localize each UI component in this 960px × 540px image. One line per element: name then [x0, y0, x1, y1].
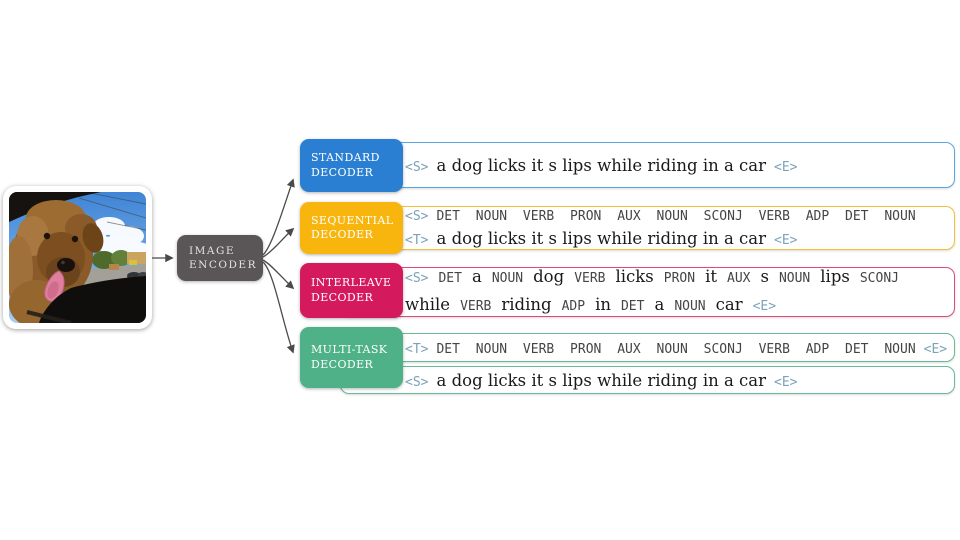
segment-tok: <E>: [774, 159, 798, 175]
image-encoder-label-line1: IMAGE: [189, 244, 236, 257]
standard-decoder-label-line1: STANDARD: [311, 151, 380, 165]
segment-tag: VERB: [460, 299, 492, 314]
dog-photo: [9, 192, 146, 323]
segment-tok: <S>: [405, 209, 429, 224]
segment-tok: <T>: [405, 233, 429, 248]
segment-tag: NOUN: [778, 271, 811, 286]
interleave-decoder-label-line1: INTERLEAVE: [311, 276, 392, 290]
segment-tag: SCONJ: [859, 271, 899, 286]
sequential-decoder-label-line2: DECODER: [311, 228, 374, 241]
sequential-output-line-caption: <T> a dog licks it s lips while riding in…: [405, 228, 954, 252]
segment-cap: lips: [820, 267, 850, 286]
segment-tok: <E>: [774, 233, 798, 248]
sequential-decoder-label-line1: SEQUENTIAL: [311, 213, 394, 227]
segment-cap: riding: [501, 295, 552, 314]
segment-cap: in: [595, 295, 611, 314]
arrow-encoder-to-multitask: [262, 261, 295, 354]
dog-eye-left: [43, 232, 51, 240]
interleave-decoder-label-line2: DECODER: [311, 290, 374, 304]
segment-cap: a dog licks it s lips while riding in a …: [436, 229, 767, 248]
multitask-decoder-label: MULTI-TASK DECODER: [300, 327, 403, 388]
segment-cap: a: [654, 295, 665, 314]
segment-tag: DET: [620, 299, 645, 314]
segment-tag: NOUN: [674, 299, 706, 314]
standard-decoder-label-line2: DECODER: [311, 165, 374, 179]
car-window-frame: [9, 192, 101, 222]
sequential-decoder-label: SEQUENTIAL DECODER: [300, 202, 403, 254]
multitask-decoder-label-line1: MULTI-TASK: [311, 343, 388, 357]
segment-cap: licks: [615, 267, 654, 286]
input-image-frame: [3, 186, 152, 329]
standard-decoder-label: STANDARD DECODER: [300, 139, 403, 192]
image-encoder-label-line2: ENCODER: [189, 259, 257, 271]
segment-tok: <E>: [774, 374, 798, 390]
segment-cap: s: [760, 267, 769, 286]
segment-tok: <E>: [752, 299, 777, 314]
segment-tag: PRON: [663, 271, 696, 286]
segment-tok: <S>: [405, 159, 429, 175]
interleave-decoder-label: INTERLEAVE DECODER: [300, 263, 403, 318]
segment-tags: DET NOUN VERB PRON AUX NOUN SCONJ VERB A…: [436, 209, 916, 224]
segment-tag: VERB: [574, 271, 606, 286]
segment-cap: it: [705, 267, 717, 286]
arrow-encoder-to-interleave: [262, 259, 295, 290]
segment-tag: DET: [438, 271, 462, 286]
sequential-output-box: <S> DET NOUN VERB PRON AUX NOUN SCONJ VER…: [340, 206, 955, 250]
segment-cap: dog: [533, 267, 565, 286]
dog-eye-right: [71, 235, 79, 243]
dog-head: [9, 200, 104, 323]
segment-tok: <E>: [923, 342, 948, 357]
segment-cap: a: [471, 267, 482, 286]
dark-foreground: [39, 276, 146, 323]
segment-tok: <S>: [405, 271, 429, 286]
image-encoder-box: IMAGE ENCODER: [177, 235, 263, 281]
dog-nose: [57, 258, 75, 272]
multitask-output-line-tags: <T> DET NOUN VERB PRON AUX NOUN SCONJ VER…: [405, 338, 954, 357]
sequential-output-line-tags: <S> DET NOUN VERB PRON AUX NOUN SCONJ VER…: [405, 204, 954, 228]
interleave-output-line2: while VERB riding ADP in DET a NOUN car <E>: [405, 292, 954, 320]
multitask-decoder-label-line2: DECODER: [311, 357, 374, 371]
arrow-encoder-to-standard: [262, 178, 295, 256]
segment-tok: <S>: [405, 374, 429, 390]
segment-cap: car: [715, 295, 743, 314]
segment-tag: AUX: [727, 271, 751, 286]
interleave-output-line1: <S> DET a NOUN dog VERB licks PRON it AUX s NOUN lip…: [405, 264, 954, 292]
dog-ear: [82, 223, 104, 253]
segment-cap: a dog licks it s lips while riding in a …: [436, 370, 767, 390]
seatbelt-strap: [26, 310, 72, 323]
segment-cap: while: [405, 295, 451, 314]
segment-tag: ADP: [561, 299, 586, 314]
multitask-output-box-caption: <S> a dog licks it s lips while riding in…: [340, 366, 955, 394]
multitask-output-line-caption: <S> a dog licks it s lips while riding in…: [405, 371, 954, 390]
segment-tag: NOUN: [491, 271, 524, 286]
arrow-encoder-to-sequential: [262, 227, 295, 258]
segment-tags: DET NOUN VERB PRON AUX NOUN SCONJ VERB A…: [436, 342, 916, 357]
segment-cap: a dog licks it s lips while riding in a …: [436, 155, 767, 175]
standard-output-line: <S> a dog licks it s lips while riding in…: [405, 156, 954, 175]
segment-tok: <T>: [405, 342, 429, 357]
standard-output-box: <S> a dog licks it s lips while riding in…: [340, 142, 955, 188]
power-lines: [78, 192, 146, 231]
multitask-output-box-tags: <T> DET NOUN VERB PRON AUX NOUN SCONJ VER…: [340, 333, 955, 362]
